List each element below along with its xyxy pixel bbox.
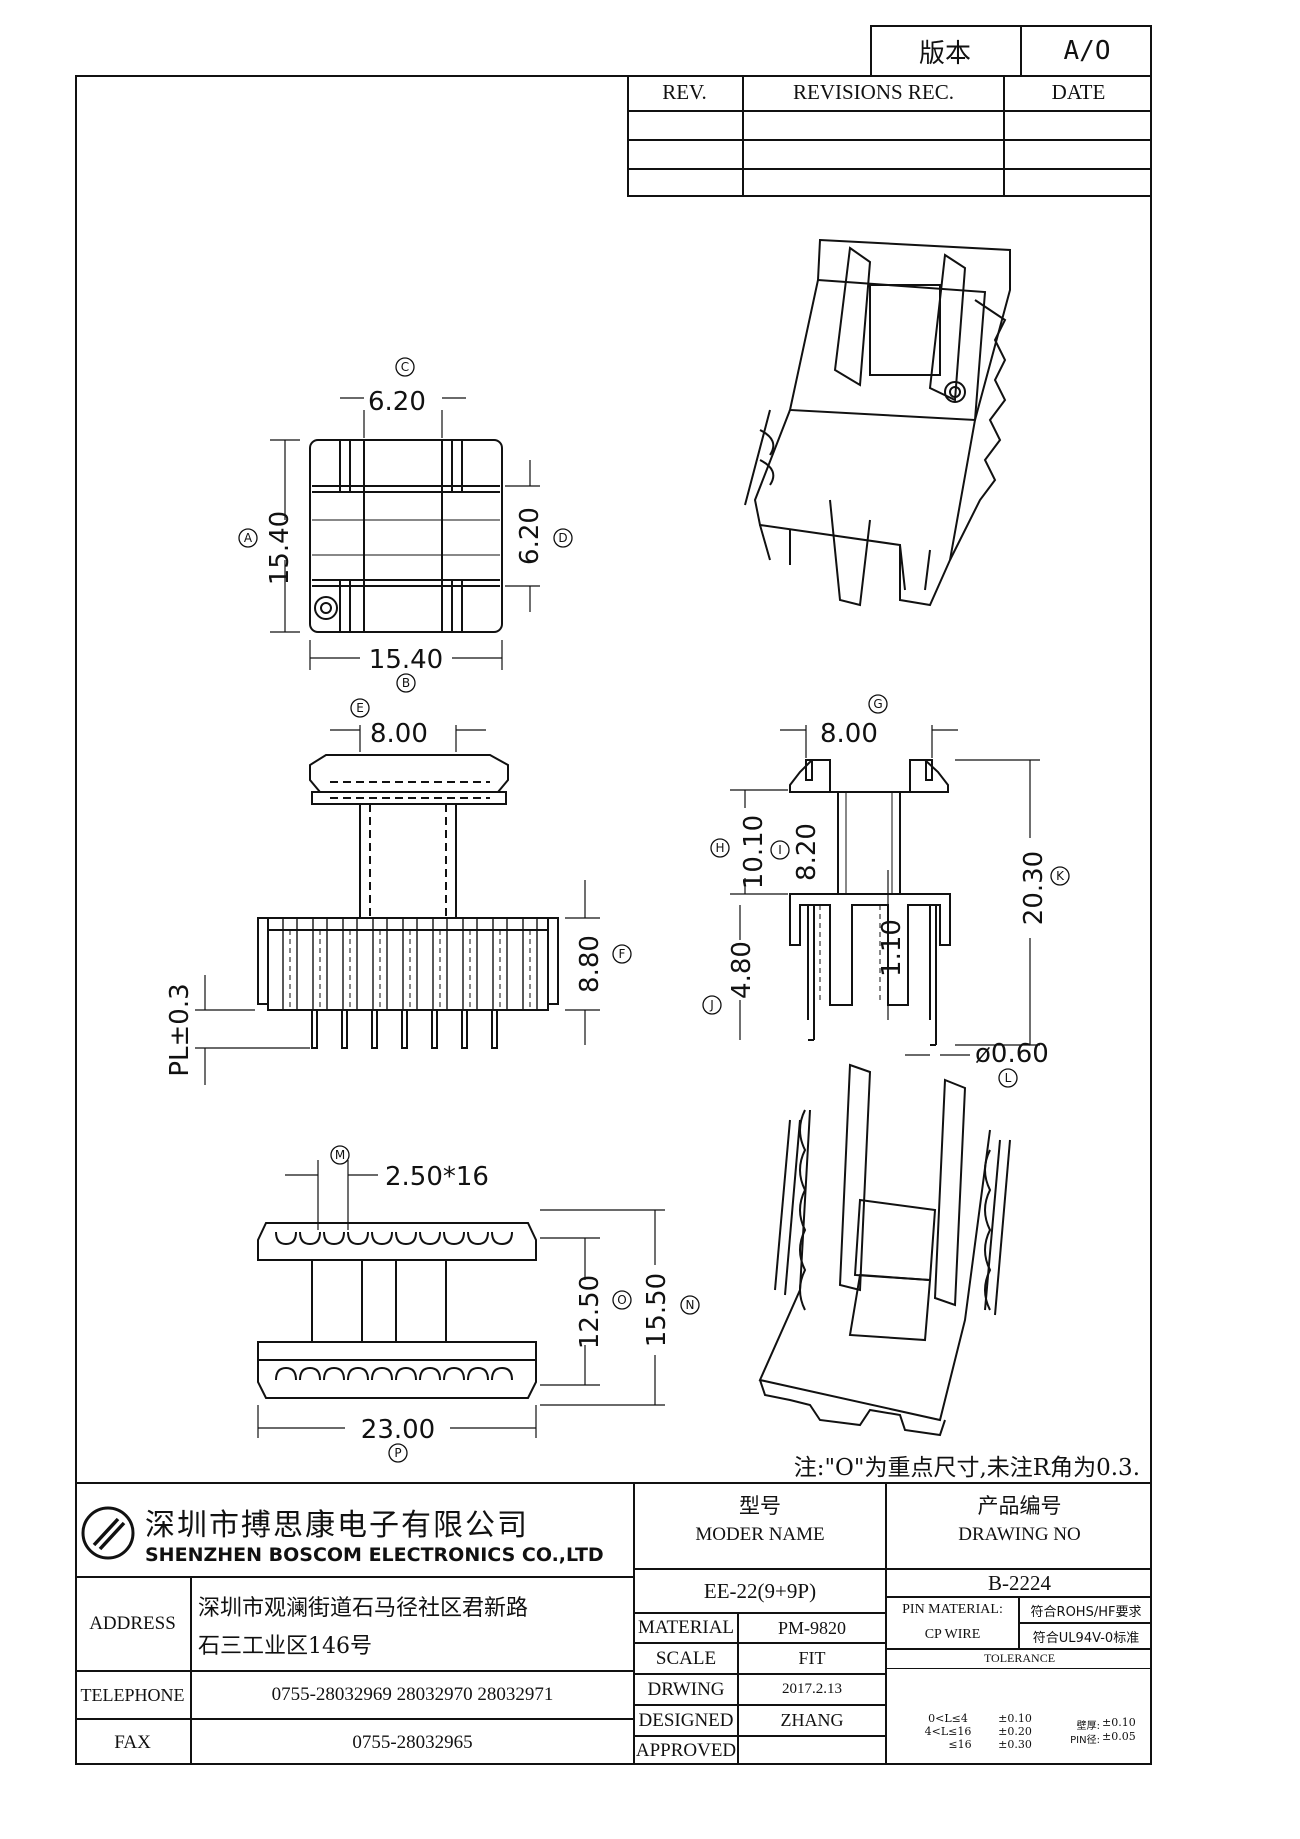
drawing-date-label: DRWING xyxy=(647,1678,725,1700)
model-label-cn: 型号 xyxy=(739,1494,781,1518)
drawing-no-label-en: DRAWING NO xyxy=(958,1524,1081,1545)
version-label: 版本 xyxy=(918,38,971,68)
dim-h: 10.10 xyxy=(739,815,769,889)
dim-m: 2.50*16 xyxy=(385,1162,489,1192)
bottom-view xyxy=(257,1160,665,1438)
tol-range-1: 0<L≤4 xyxy=(928,1712,968,1725)
side-view xyxy=(730,725,1040,1056)
callout-o: O xyxy=(617,1293,626,1307)
dim-l: ø0.60 xyxy=(975,1039,1049,1069)
callout-c: C xyxy=(401,360,409,374)
pin-material-label: PIN MATERIAL: xyxy=(902,1602,1003,1617)
fax-value: 0755-28032965 xyxy=(352,1731,473,1753)
revisions-header: REVISIONS REC. xyxy=(792,80,955,104)
telephone-value: 0755-28032969 28032970 28032971 xyxy=(271,1684,554,1705)
tol-range-3: ≤16 xyxy=(948,1738,972,1751)
dim-j: 4.80 xyxy=(727,941,757,999)
address-line1: 深圳市观澜街道石马径社区君新路 xyxy=(198,1596,529,1621)
address-line2: 石三工业区146号 xyxy=(198,1634,372,1659)
address-label: ADDRESS xyxy=(89,1613,176,1634)
callout-l: L xyxy=(1005,1071,1012,1085)
wall-tol-value: ±0.10 xyxy=(1102,1716,1136,1729)
drawing-no-label-cn: 产品编号 xyxy=(977,1494,1062,1518)
callout-b: B xyxy=(402,676,410,690)
callout-j: J xyxy=(709,998,714,1012)
dim-e: 8.00 xyxy=(370,719,428,749)
company-name-en: SHENZHEN BOSCOM ELECTRONICS CO.,LTD xyxy=(145,1544,604,1566)
callout-a: A xyxy=(244,531,253,545)
dim-o: 12.50 xyxy=(575,1275,605,1349)
pin-tol-value: ±0.05 xyxy=(1102,1730,1136,1743)
technical-drawing: 6.20 15.40 6.20 15.40 8.00 8.80 PL±0.3 8… xyxy=(165,238,1070,1463)
callout-g: G xyxy=(873,697,882,711)
callout-f: F xyxy=(619,947,626,961)
pin-material-value: CP WIRE xyxy=(924,1627,981,1642)
company-logo xyxy=(80,1505,136,1561)
approved-value xyxy=(739,1737,885,1765)
material-value: PM-9820 xyxy=(777,1617,846,1638)
callout-m: M xyxy=(335,1148,345,1162)
wall-tol-label: 壁厚: xyxy=(1076,1721,1100,1732)
rev-header: REV. xyxy=(662,80,707,104)
callout-n: N xyxy=(686,1298,695,1312)
tol-range-2: 4<L≤16 xyxy=(924,1725,972,1738)
dim-pin-gap: 1.10 xyxy=(877,919,907,977)
dim-k: 20.30 xyxy=(1019,851,1049,925)
designed-label: DESIGNED xyxy=(638,1709,734,1731)
scale-label: SCALE xyxy=(655,1647,717,1669)
tol-value-2: ±0.20 xyxy=(998,1725,1032,1738)
tol-value-1: ±0.10 xyxy=(998,1712,1032,1725)
drawing-frame xyxy=(75,75,1152,1765)
tolerance-title: TOLERANCE xyxy=(983,1650,1056,1665)
iso-view-bottom xyxy=(758,1063,1011,1437)
dim-d: 6.20 xyxy=(515,507,545,565)
fax-label: FAX xyxy=(114,1731,151,1753)
dim-b: 15.40 xyxy=(369,645,443,675)
drawing-no-value: B-2224 xyxy=(988,1570,1051,1595)
dim-n: 15.50 xyxy=(642,1273,672,1347)
ul-text: 符合UL94V-0标准 xyxy=(1032,1630,1140,1646)
telephone-label: TELEPHONE xyxy=(80,1684,185,1705)
drawing-date-value: 2017.2.13 xyxy=(782,1681,842,1697)
front-view xyxy=(195,725,600,1085)
rohs-text: 符合ROHS/HF要求 xyxy=(1030,1604,1142,1620)
date-header: DATE xyxy=(1051,80,1106,104)
note-text: 注:"O"为重点尺寸,未注R角为0.3. xyxy=(793,1455,1140,1481)
model-label-en: MODER NAME xyxy=(695,1524,825,1545)
callout-p: P xyxy=(394,1446,401,1460)
company-name-cn: 深圳市搏思康电子有限公司 xyxy=(145,1508,529,1543)
material-label: MATERIAL xyxy=(637,1617,735,1638)
callout-i: I xyxy=(778,843,782,857)
dim-a: 15.40 xyxy=(265,511,295,585)
callout-d: D xyxy=(558,531,567,545)
dim-f: 8.80 xyxy=(575,935,605,993)
designed-value: ZHANG xyxy=(780,1710,844,1730)
dim-pl: PL±0.3 xyxy=(165,983,195,1076)
pin-tol-label: PIN径: xyxy=(1070,1735,1100,1746)
callout-e: E xyxy=(356,701,364,715)
dim-i: 8.20 xyxy=(792,823,822,881)
model-value: EE-22(9+9P) xyxy=(703,1578,817,1603)
approved-label: APPROVED xyxy=(635,1740,737,1761)
iso-view-top xyxy=(744,238,1011,607)
dim-c: 6.20 xyxy=(368,387,426,417)
dim-g: 8.00 xyxy=(820,719,878,749)
callout-k: K xyxy=(1056,869,1065,883)
callout-h: H xyxy=(715,841,724,855)
top-view xyxy=(270,397,540,670)
dim-p: 23.00 xyxy=(361,1415,435,1445)
scale-value: FIT xyxy=(798,1648,826,1668)
version-value: A/O xyxy=(1063,36,1111,66)
tol-value-3: ±0.30 xyxy=(998,1738,1032,1751)
